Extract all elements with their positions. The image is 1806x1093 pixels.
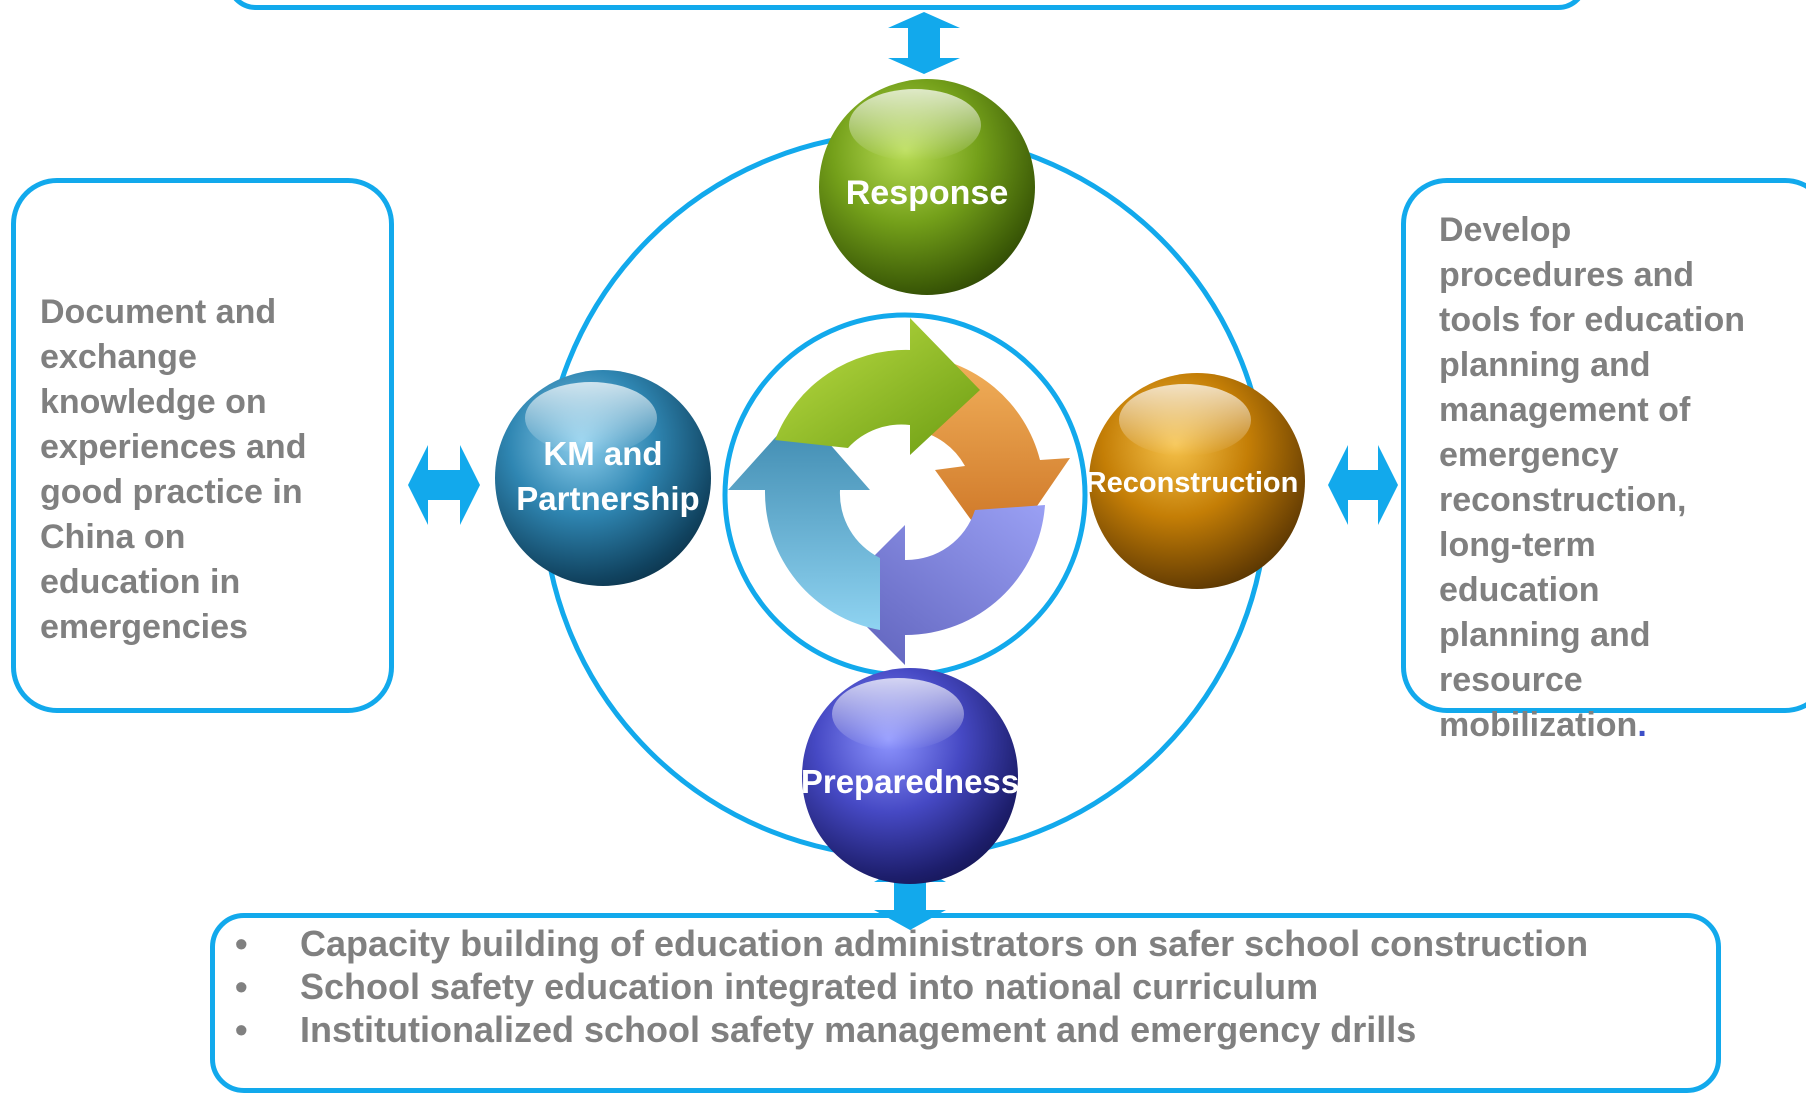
right-line: planning and <box>1439 616 1651 654</box>
preparedness-sphere: Preparedness <box>801 668 1019 884</box>
cycle-arrows-icon <box>728 318 1070 665</box>
right-box-text: Develop procedures and tools for educati… <box>1439 208 1799 748</box>
right-line: reconstruction, <box>1439 481 1687 519</box>
km-partnership-sphere: KM and Partnership <box>495 370 711 586</box>
right-line: emergency <box>1439 436 1619 474</box>
cycle-arrow-green-icon <box>775 318 980 455</box>
right-line: planning and <box>1439 346 1651 384</box>
left-line: Document and <box>40 293 277 331</box>
right-line-last: mobilization <box>1439 706 1638 744</box>
bullet-text: School safety education integrated into … <box>300 966 1319 1007</box>
right-line: Develop <box>1439 211 1572 249</box>
left-line: emergencies <box>40 608 248 646</box>
left-double-arrow-icon <box>408 445 480 525</box>
bullet-text: Institutionalized school safety manageme… <box>300 1009 1417 1050</box>
right-line: long-term <box>1439 526 1596 564</box>
right-line: tools for education <box>1439 301 1745 339</box>
right-line: procedures and <box>1439 256 1695 294</box>
bullet-icon: • <box>235 923 248 964</box>
bullet-text: Capacity building of education administr… <box>300 923 1589 964</box>
bullet-icon: • <box>235 966 248 1007</box>
reconstruction-label: Reconstruction <box>1086 467 1299 499</box>
right-double-arrow-icon <box>1328 445 1398 525</box>
left-line: experiences and <box>40 428 307 466</box>
right-box <box>1401 178 1806 713</box>
right-line: management of <box>1439 391 1691 429</box>
left-line: knowledge on <box>40 383 267 421</box>
km-label-line2: Partnership <box>516 480 699 517</box>
left-line: exchange <box>40 338 197 376</box>
left-line: China on <box>40 518 186 556</box>
bullet-item: • School safety education integrated into… <box>235 965 1588 1008</box>
cycle-diagram: Response Reconstruction Preparedness KM … <box>408 12 1398 930</box>
reconstruction-sphere: Reconstruction <box>1086 373 1305 589</box>
left-box <box>11 178 394 713</box>
cycle-arrow-purple-icon <box>835 505 1045 665</box>
right-line: education <box>1439 571 1600 609</box>
bottom-bullet-list: • Capacity building of education administ… <box>235 922 1588 1051</box>
right-line: resource <box>1439 661 1583 699</box>
response-label: Response <box>846 174 1009 212</box>
left-line: good practice in <box>40 473 303 511</box>
top-double-arrow-icon <box>888 12 960 74</box>
km-label-line1: KM and <box>543 435 662 472</box>
right-line-period: . <box>1637 706 1647 744</box>
left-line: education in <box>40 563 241 601</box>
preparedness-label: Preparedness <box>801 763 1019 800</box>
response-sphere: Response <box>819 79 1035 295</box>
bullet-item: • Institutionalized school safety managem… <box>235 1008 1588 1051</box>
bullet-item: • Capacity building of education administ… <box>235 922 1588 965</box>
bullet-icon: • <box>235 1009 248 1050</box>
left-box-text: Document and exchange knowledge on exper… <box>40 290 360 650</box>
cycle-arrow-blue-icon <box>728 410 880 630</box>
